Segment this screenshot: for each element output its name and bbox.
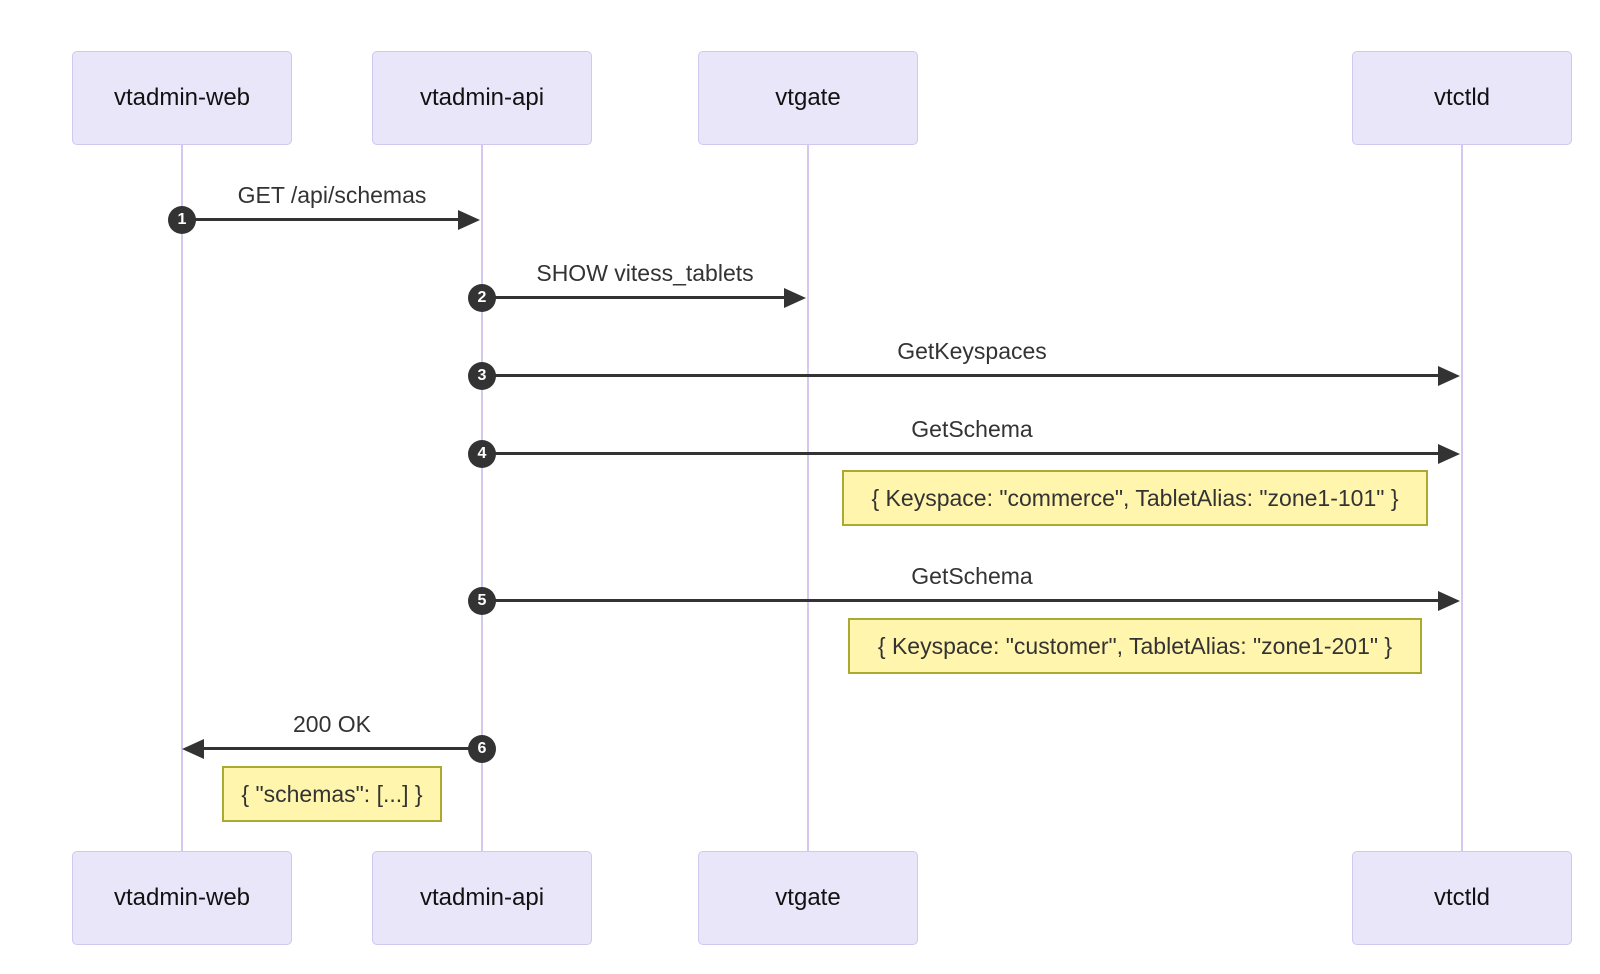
message-6-line bbox=[204, 747, 482, 750]
note-customer: { Keyspace: "customer", TabletAlias: "zo… bbox=[848, 618, 1422, 674]
message-4-arrowhead-icon bbox=[1438, 444, 1460, 464]
message-6-label: 200 OK bbox=[293, 711, 371, 737]
message-1-line bbox=[182, 218, 462, 221]
actor-top-vtadmin-api: vtadmin-api bbox=[372, 51, 592, 145]
actor-top-vtctld: vtctld bbox=[1352, 51, 1572, 145]
actor-label: vtadmin-web bbox=[113, 884, 251, 911]
actor-bottom-vtadmin-web: vtadmin-web bbox=[72, 851, 292, 945]
lifeline-vtctld bbox=[1461, 145, 1463, 851]
lifeline-vtgate bbox=[807, 145, 809, 851]
actor-label: vtadmin-web bbox=[113, 84, 251, 111]
message-2-arrowhead-icon bbox=[784, 288, 806, 308]
message-1-label: GET /api/schemas bbox=[237, 182, 427, 208]
sequence-badge-2: 2 bbox=[468, 284, 496, 312]
message-2-label: SHOW vitess_tablets bbox=[536, 260, 754, 286]
actor-label: vtctld bbox=[1433, 884, 1490, 911]
note-schemas: { "schemas": [...] } bbox=[222, 766, 442, 822]
actor-label: vtctld bbox=[1433, 84, 1490, 111]
message-3-label: GetKeyspaces bbox=[897, 338, 1047, 364]
actor-label: vtadmin-api bbox=[419, 84, 545, 111]
actor-top-vtadmin-web: vtadmin-web bbox=[72, 51, 292, 145]
actor-bottom-vtctld: vtctld bbox=[1352, 851, 1572, 945]
message-5-line bbox=[482, 599, 1442, 602]
sequence-badge-3: 3 bbox=[468, 362, 496, 390]
message-4-label: GetSchema bbox=[911, 416, 1033, 442]
lifeline-vtadmin-api bbox=[481, 145, 483, 851]
actor-label: vtadmin-api bbox=[419, 884, 545, 911]
message-5-arrowhead-icon bbox=[1438, 591, 1460, 611]
message-4-line bbox=[482, 452, 1442, 455]
actor-top-vtgate: vtgate bbox=[698, 51, 918, 145]
sequence-badge-5: 5 bbox=[468, 587, 496, 615]
message-3-arrowhead-icon bbox=[1438, 366, 1460, 386]
message-6-arrowhead-icon bbox=[182, 739, 204, 759]
message-3-line bbox=[482, 374, 1442, 377]
message-5-label: GetSchema bbox=[911, 563, 1033, 589]
note-commerce: { Keyspace: "commerce", TabletAlias: "zo… bbox=[842, 470, 1428, 526]
sequence-badge-6: 6 bbox=[468, 735, 496, 763]
actor-bottom-vtadmin-api: vtadmin-api bbox=[372, 851, 592, 945]
actor-label: vtgate bbox=[775, 884, 841, 911]
sequence-badge-1: 1 bbox=[168, 206, 196, 234]
sequence-badge-4: 4 bbox=[468, 440, 496, 468]
message-1-arrowhead-icon bbox=[458, 210, 480, 230]
lifeline-vtadmin-web bbox=[181, 145, 183, 851]
message-2-line bbox=[482, 296, 788, 299]
actor-label: vtgate bbox=[775, 84, 841, 111]
actor-bottom-vtgate: vtgate bbox=[698, 851, 918, 945]
